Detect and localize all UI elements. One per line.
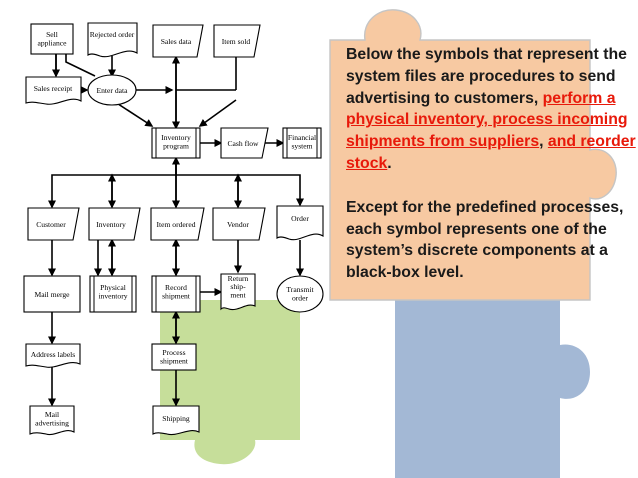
- node-label-line: ment: [230, 291, 246, 300]
- node-item-ordered: Item ordered: [150, 207, 205, 241]
- node-sales-receipt: Sales receipt: [25, 76, 82, 105]
- flowchart-edges: [48, 53, 304, 407]
- node-label-line: Sell: [46, 30, 58, 39]
- node-label-line: Rejected order: [90, 30, 135, 39]
- p1-between: ,: [539, 133, 548, 151]
- node-label-line: Item ordered: [156, 220, 195, 229]
- node-label-line: Customer: [36, 220, 66, 229]
- node-label: Inventory: [96, 220, 126, 229]
- node-enter-data: Enter data: [87, 74, 137, 106]
- node-label: Sales data: [161, 37, 192, 46]
- node-label: Cash flow: [227, 139, 259, 148]
- node-label: Item ordered: [156, 220, 195, 229]
- paragraph-2: Except for the predefined processes, eac…: [346, 198, 624, 282]
- node-item-sold: Item sold: [213, 24, 261, 58]
- node-label-line: Physical: [100, 283, 126, 292]
- node-label-line: Process: [162, 348, 185, 357]
- node-label: Customer: [36, 220, 66, 229]
- p1-highlight-1: perform a physical inventory, process in…: [346, 89, 628, 151]
- node-shipping: Shipping: [152, 405, 200, 436]
- node-label: Address labels: [31, 350, 76, 359]
- node-label: Enter data: [97, 86, 129, 95]
- node-mail-merge: Mail merge: [23, 275, 81, 313]
- node-label-line: ship-: [230, 282, 246, 291]
- node-label-line: Mail merge: [34, 290, 70, 299]
- node-label-line: order: [292, 293, 308, 302]
- node-label: Mail merge: [34, 290, 70, 299]
- node-address-labels: Address labels: [25, 343, 81, 368]
- node-label-line: Order: [291, 214, 309, 223]
- node-label-line: Sales data: [161, 37, 192, 46]
- node-label: Order: [291, 214, 309, 223]
- node-label: Shipping: [162, 414, 190, 423]
- node-label: Item sold: [222, 37, 251, 46]
- node-label-line: Shipping: [162, 414, 190, 423]
- node-label-line: advertising: [35, 418, 69, 427]
- p1-end: .: [387, 154, 392, 172]
- p1-highlight-2: and reorder stock: [346, 133, 636, 172]
- puzzle-piece-orange: [329, 9, 617, 301]
- node-label-line: shipment: [162, 291, 191, 300]
- node-label: Vendor: [227, 220, 249, 229]
- node-label-line: Address labels: [31, 350, 76, 359]
- node-label-line: Inventory: [161, 133, 191, 142]
- node-label-line: inventory: [98, 291, 127, 300]
- explanation-text: Below the symbols that represent the sys…: [346, 44, 636, 306]
- node-label: Rejected order: [90, 30, 135, 39]
- node-label-line: Return: [228, 274, 249, 283]
- node-label: Sales receipt: [34, 84, 73, 93]
- node-label-line: Financial: [288, 133, 316, 142]
- puzzle-piece-blue: [395, 300, 590, 478]
- node-label-line: Record: [165, 283, 187, 292]
- node-vendor: Vendor: [212, 207, 266, 241]
- node-rejected-order: Rejected order: [87, 22, 138, 58]
- node-cash-flow: Cash flow: [220, 127, 269, 159]
- node-sales-data: Sales data: [152, 24, 204, 58]
- paragraph-1: Below the symbols that represent the sys…: [346, 44, 636, 175]
- node-label-line: Cash flow: [227, 139, 259, 148]
- node-label-line: Mail: [45, 410, 59, 419]
- node-label-line: Sales receipt: [34, 84, 73, 93]
- node-label-line: Item sold: [222, 37, 251, 46]
- node-label-line: Vendor: [227, 220, 249, 229]
- node-label-line: appliance: [37, 38, 67, 47]
- node-customer: Customer: [27, 207, 80, 241]
- node-label-line: program: [163, 141, 189, 150]
- puzzle-piece-green: [160, 300, 300, 465]
- node-order: Order: [276, 205, 324, 241]
- node-label-line: shipment: [160, 356, 189, 365]
- node-label-line: Enter data: [97, 86, 129, 95]
- node-label-line: system: [291, 141, 312, 150]
- p1-text: Below the symbols that represent the sys…: [346, 46, 627, 107]
- node-label-line: Transmit: [286, 285, 314, 294]
- node-inventory: Inventory: [88, 207, 141, 241]
- node-label-line: Inventory: [96, 220, 126, 229]
